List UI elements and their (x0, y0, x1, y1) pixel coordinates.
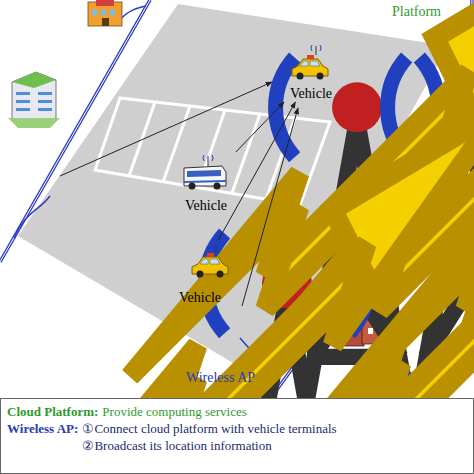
legend-heading: Cloud Platform: (7, 404, 98, 419)
vehicle-label: Vehicle (185, 198, 227, 214)
tower-building (8, 72, 60, 128)
vehicle-node: Vehicle (272, 46, 350, 102)
vehicle-node: Vehicle (165, 152, 247, 214)
office-building (88, 0, 122, 26)
legend-line: Cloud Platform: Provide computing service… (7, 403, 467, 420)
platform-label: Platform (392, 4, 441, 20)
legend-note: ①Connect cloud platform with vehicle ter… (82, 421, 336, 436)
ap-label: Wireless AP (186, 370, 255, 386)
vehicle-node: Vehicle (160, 240, 240, 306)
legend-line: Wireless AP: ①Connect cloud platform with… (7, 420, 467, 437)
legend-note: Provide computing services (102, 404, 246, 419)
legend-line: ②Broadcast its location information (7, 437, 467, 454)
legend-heading: Wireless AP: (7, 421, 78, 436)
vehicle-icon (184, 45, 328, 278)
vehicle-label: Vehicle (179, 290, 221, 306)
ap-broadcast-arrow (60, 82, 298, 306)
legend-box: Cloud Platform: Provide computing service… (0, 398, 474, 474)
broadcast-arrow (218, 102, 295, 240)
legend-note: ②Broadcast its location information (82, 438, 271, 453)
broadcast-arrow (236, 102, 284, 152)
vehicle-label: Vehicle (290, 86, 332, 102)
